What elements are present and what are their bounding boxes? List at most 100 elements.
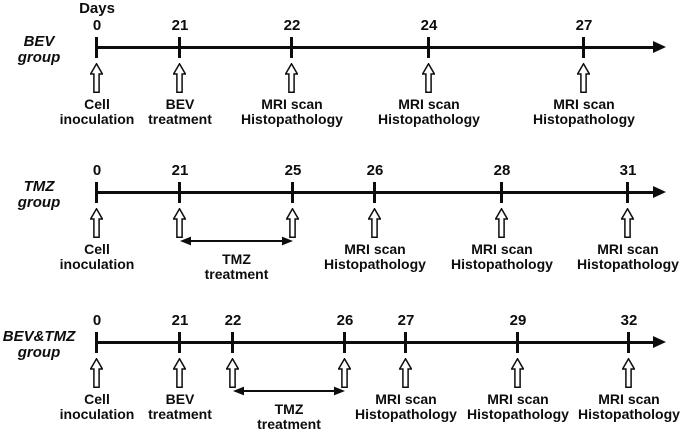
event-label-line: Cell <box>84 96 110 112</box>
event-label-line: MRI scan <box>487 391 549 407</box>
up-arrow-icon <box>368 208 381 238</box>
range-label-line: TMZ <box>222 251 251 267</box>
up-arrow-icon <box>511 358 524 388</box>
range-label-line: treatment <box>204 266 269 282</box>
up-arrow-icon <box>90 63 103 93</box>
event-label-line: BEV <box>165 96 195 112</box>
tick-mark <box>291 182 294 203</box>
tick-mark <box>178 37 181 58</box>
up-arrow-icon <box>226 358 239 388</box>
event-label-line: Histopathology <box>577 256 679 272</box>
tick-mark <box>95 182 98 203</box>
range-arrow-icon <box>233 385 345 397</box>
event-label-line: MRI scan <box>398 96 460 112</box>
up-arrow-icon <box>90 208 103 238</box>
tick-mark <box>178 332 181 353</box>
day-number: 26 <box>336 312 354 329</box>
up-arrow-icon <box>622 358 635 388</box>
range-label-line: TMZ <box>274 401 304 417</box>
event-label-line: treatment <box>148 111 212 127</box>
up-arrow-icon <box>173 208 186 238</box>
up-arrow-icon <box>621 208 634 238</box>
event-label-line: Histopathology <box>324 256 426 272</box>
event-label-line: MRI scan <box>344 241 406 257</box>
tick-mark <box>231 332 234 353</box>
event-label-line: inoculation <box>59 256 135 272</box>
timeline-line <box>96 341 655 344</box>
up-arrow-icon <box>286 208 299 238</box>
event-label-line: MRI scan <box>471 241 533 257</box>
event-label-line: Histopathology <box>378 111 480 127</box>
day-number: 28 <box>493 162 511 179</box>
day-number: 31 <box>619 162 637 179</box>
group-label-line: BEV&TMZ <box>2 328 76 345</box>
day-number: 0 <box>92 17 102 34</box>
tick-mark <box>427 37 430 58</box>
event-label-line: Histopathology <box>467 406 569 422</box>
tick-mark <box>404 332 407 353</box>
day-number: 25 <box>284 162 302 179</box>
event-label-line: inoculation <box>59 111 135 127</box>
tick-mark <box>178 182 181 203</box>
group-label-line: TMZ <box>23 178 55 195</box>
up-arrow-icon <box>399 358 412 388</box>
group-label-line: BEV <box>23 33 55 50</box>
day-number: 27 <box>397 312 415 329</box>
up-arrow-icon <box>495 208 508 238</box>
timeline-line <box>96 46 655 49</box>
tick-mark <box>500 182 503 203</box>
tick-mark <box>373 182 376 203</box>
timeline-arrowhead-icon <box>653 186 666 198</box>
day-number: 0 <box>92 312 102 329</box>
event-label-line: inoculation <box>59 406 135 422</box>
day-number: 29 <box>509 312 527 329</box>
up-arrow-icon <box>422 63 435 93</box>
event-label-line: BEV <box>165 391 195 407</box>
timeline-arrowhead-icon <box>653 336 666 348</box>
tick-mark <box>582 37 585 58</box>
tick-mark <box>95 332 98 353</box>
event-label-line: Cell <box>84 241 110 257</box>
tick-mark <box>516 332 519 353</box>
group-label-line: group <box>17 344 61 361</box>
event-label-line: MRI scan <box>375 391 437 407</box>
day-number: 21 <box>171 312 189 329</box>
timeline-arrowhead-icon <box>653 41 666 53</box>
event-label-line: Histopathology <box>355 406 457 422</box>
up-arrow-icon <box>173 63 186 93</box>
tick-mark <box>290 37 293 58</box>
event-label-line: treatment <box>148 406 212 422</box>
day-number: 21 <box>171 162 189 179</box>
day-number: 32 <box>620 312 638 329</box>
event-label-line: MRI scan <box>261 96 323 112</box>
tick-mark <box>626 182 629 203</box>
event-label-line: Histopathology <box>578 406 680 422</box>
day-number: 0 <box>92 162 102 179</box>
event-label-line: Cell <box>84 391 110 407</box>
range-label-line: treatment <box>257 416 321 431</box>
tick-mark <box>627 332 630 353</box>
group-label-line: group <box>17 194 61 211</box>
days-label: Days <box>79 0 115 17</box>
group-label-line: group <box>17 49 61 66</box>
up-arrow-icon <box>90 358 103 388</box>
event-label-line: Histopathology <box>241 111 343 127</box>
